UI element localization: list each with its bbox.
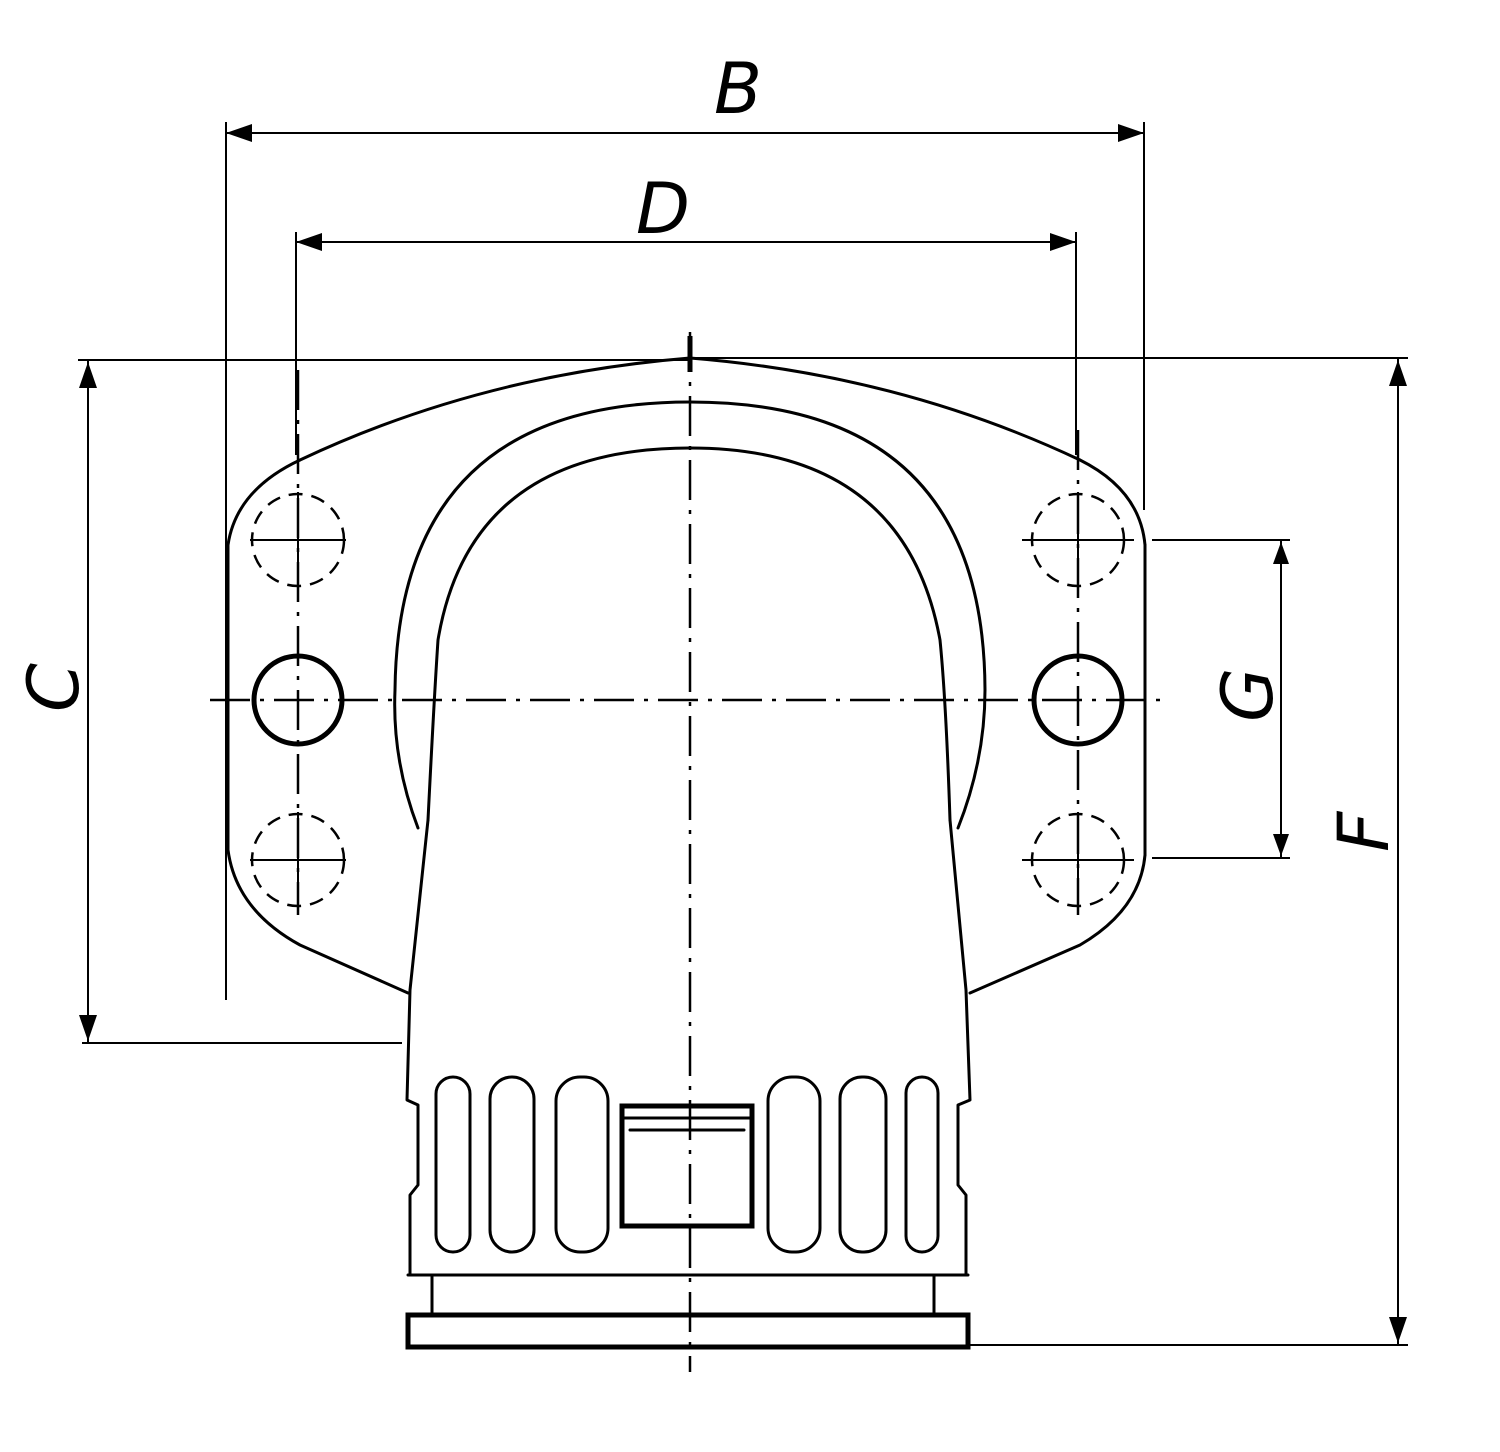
dimension-label-d: D [636, 168, 690, 250]
dimension-d: D [295, 168, 1077, 455]
dimension-f: F [690, 357, 1408, 1346]
dimension-c: C [13, 359, 690, 1044]
dimension-label-g: G [1207, 668, 1289, 722]
center-lines [210, 332, 1160, 1372]
dimension-label-b: B [714, 48, 762, 130]
label-window [619, 1103, 755, 1229]
flange-outline [226, 356, 1147, 995]
housing-body [405, 818, 972, 1350]
grip-ribs [434, 1075, 940, 1254]
dimension-b: B [225, 48, 1145, 1000]
dimension-label-c: C [13, 663, 95, 712]
dimension-label-f: F [1323, 810, 1405, 852]
dimension-g: G [1152, 539, 1290, 859]
